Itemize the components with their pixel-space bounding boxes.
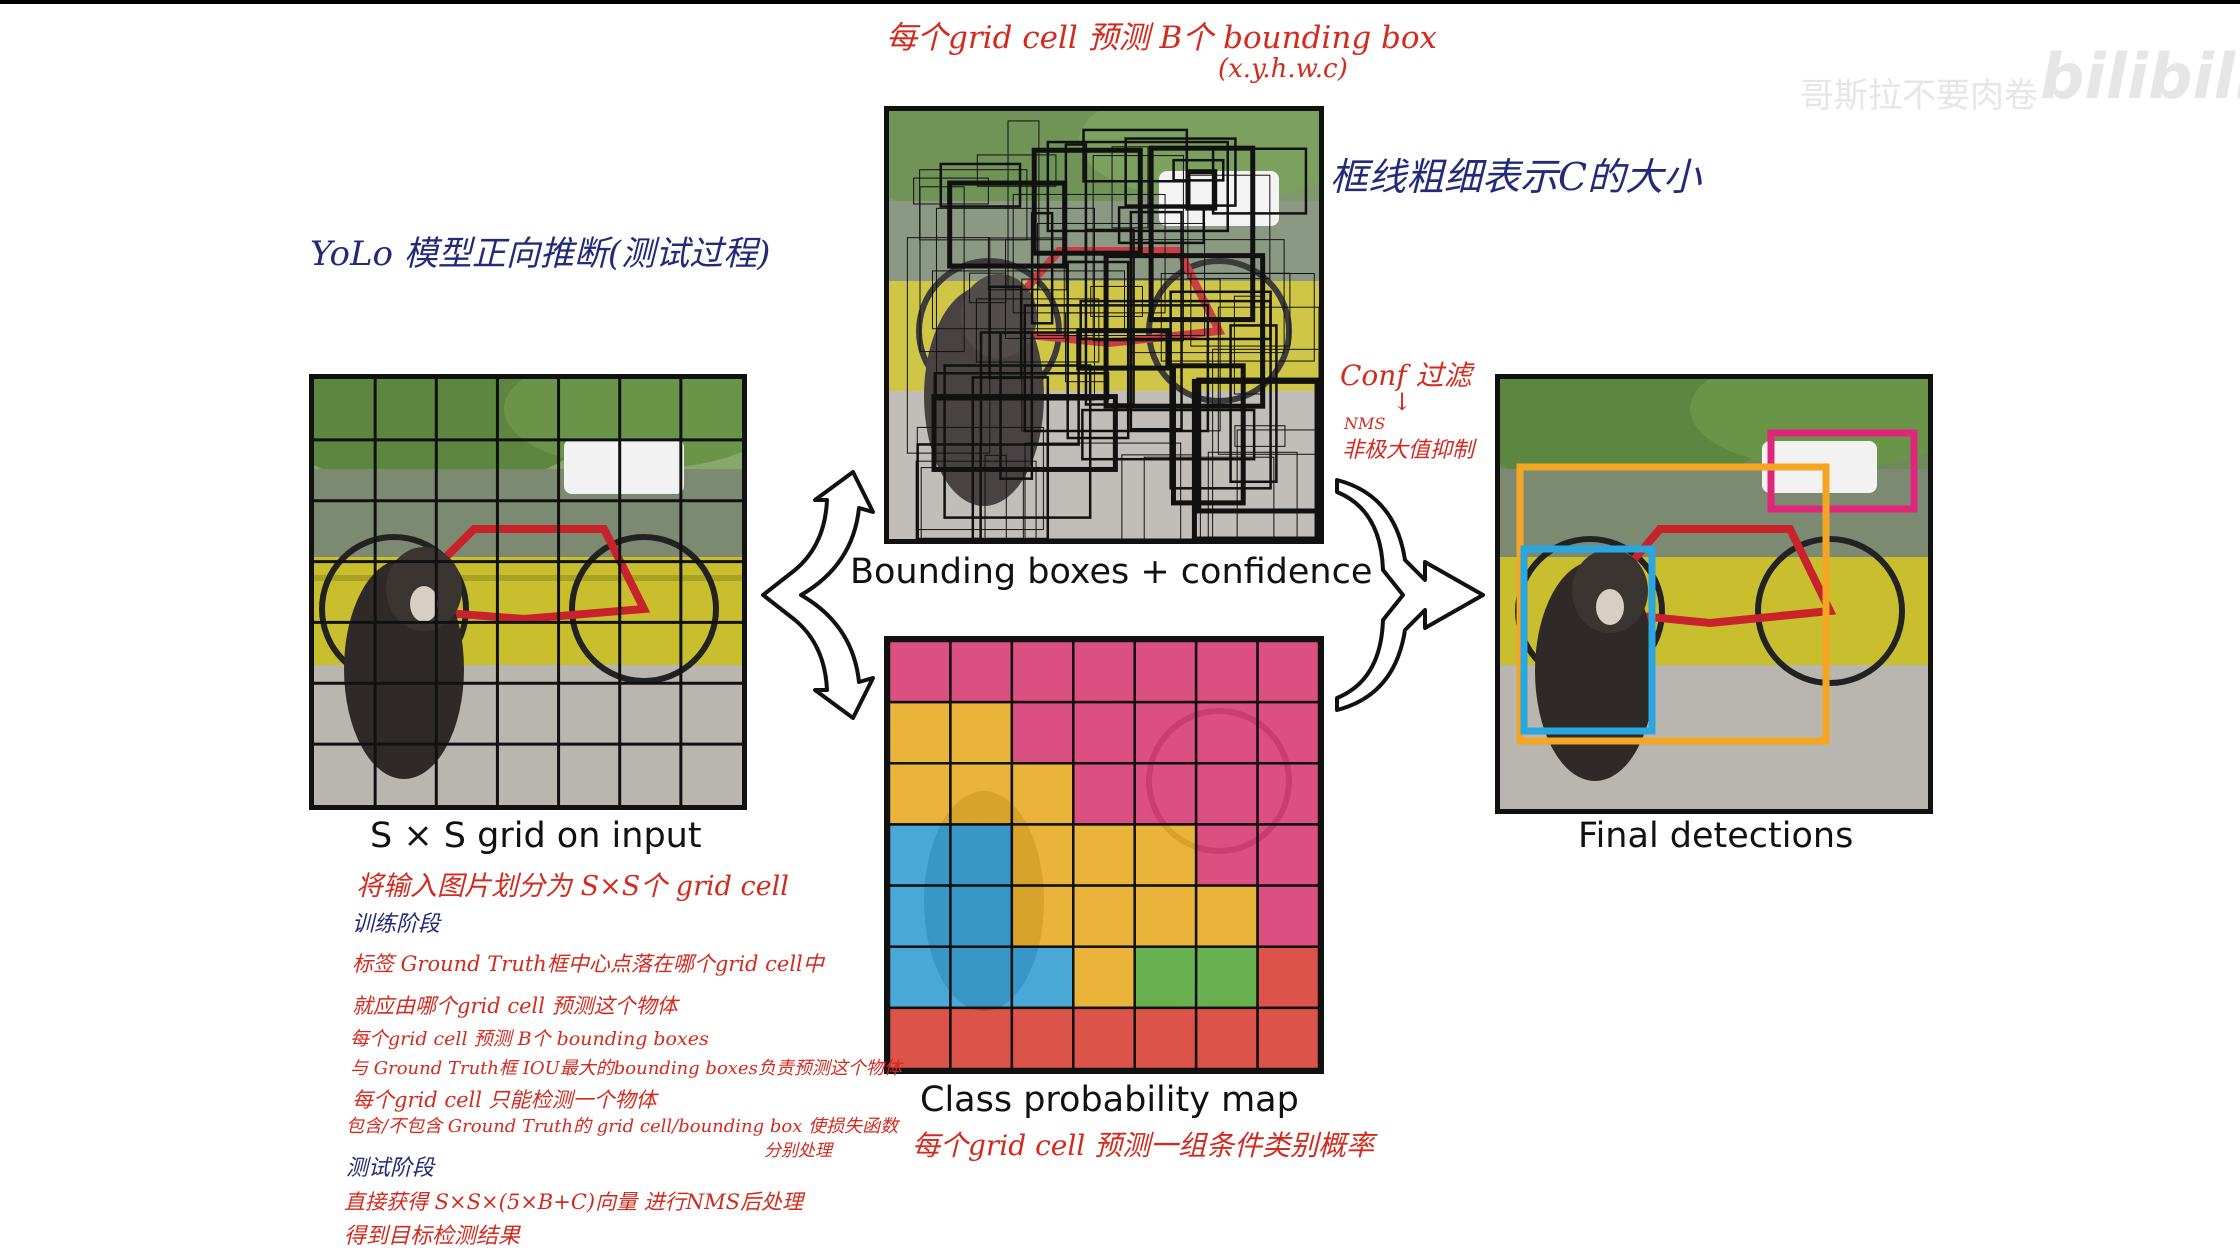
note-line: 每个grid cell 预测 B个 bounding boxes xyxy=(350,1024,709,1051)
note-line: 就应由哪个grid cell 预测这个物体 xyxy=(352,990,678,1020)
note-line: 测试阶段 xyxy=(346,1150,434,1182)
note-line: 得到目标检测结果 xyxy=(344,1218,520,1250)
note-line: 分别处理 xyxy=(764,1136,832,1161)
note-line: 将输入图片划分为 S×S个 grid cell xyxy=(356,864,789,903)
note-line: 每个grid cell 只能检测一个物体 xyxy=(352,1084,657,1114)
note-line: 训练阶段 xyxy=(352,906,440,938)
note-line: 直接获得 S×S×(5×B+C)向量 进行NMS后处理 xyxy=(344,1186,803,1216)
note-line: 标签 Ground Truth框中心点落在哪个grid cell中 xyxy=(352,948,824,978)
note-line: 与 Ground Truth框 IOU最大的bounding boxes负责预测… xyxy=(350,1054,902,1080)
note-line: 包含/不包含 Ground Truth的 grid cell/bounding … xyxy=(346,1112,898,1138)
